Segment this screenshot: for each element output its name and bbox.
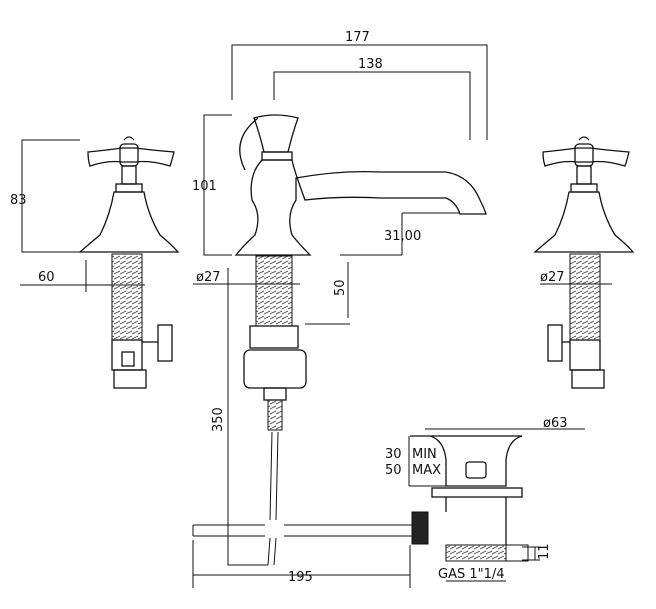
dim-drain-rod-length: 195 — [288, 570, 313, 585]
dim-shank-length: 50 — [333, 279, 348, 296]
dim-shank-diameter-left: ø27 — [196, 270, 221, 285]
dim-waste-thread-height: 11 — [537, 543, 552, 560]
pop-up-waste — [408, 435, 529, 562]
dim-thickness-max-label: MAX — [412, 463, 441, 478]
dim-thickness-min-value: 30 — [385, 447, 402, 462]
dim-handle-base-width: 60 — [38, 270, 55, 285]
dim-shank-diameter-right: ø27 — [540, 270, 565, 285]
dim-spout-reach: 138 — [358, 57, 383, 72]
left-cross-handle-tap — [78, 136, 180, 389]
drain-rod — [192, 511, 429, 545]
dim-waste-thread: GAS 1"1/4 — [438, 567, 505, 582]
dim-hose-length: 350 — [211, 407, 226, 432]
dim-spout-clearance: 31,00 — [384, 229, 421, 244]
spout-mixer-body — [234, 114, 487, 566]
dim-thickness-min-label: MIN — [412, 447, 437, 462]
dim-thickness-max-value: 50 — [385, 463, 402, 478]
right-cross-handle-tap — [533, 136, 635, 389]
dim-overall-width: 177 — [345, 30, 370, 45]
dim-handle-height: 83 — [10, 193, 27, 208]
dim-tap-height: 101 — [192, 179, 217, 194]
dim-waste-diameter: ø63 — [543, 416, 568, 431]
dimension-lines — [20, 44, 612, 588]
